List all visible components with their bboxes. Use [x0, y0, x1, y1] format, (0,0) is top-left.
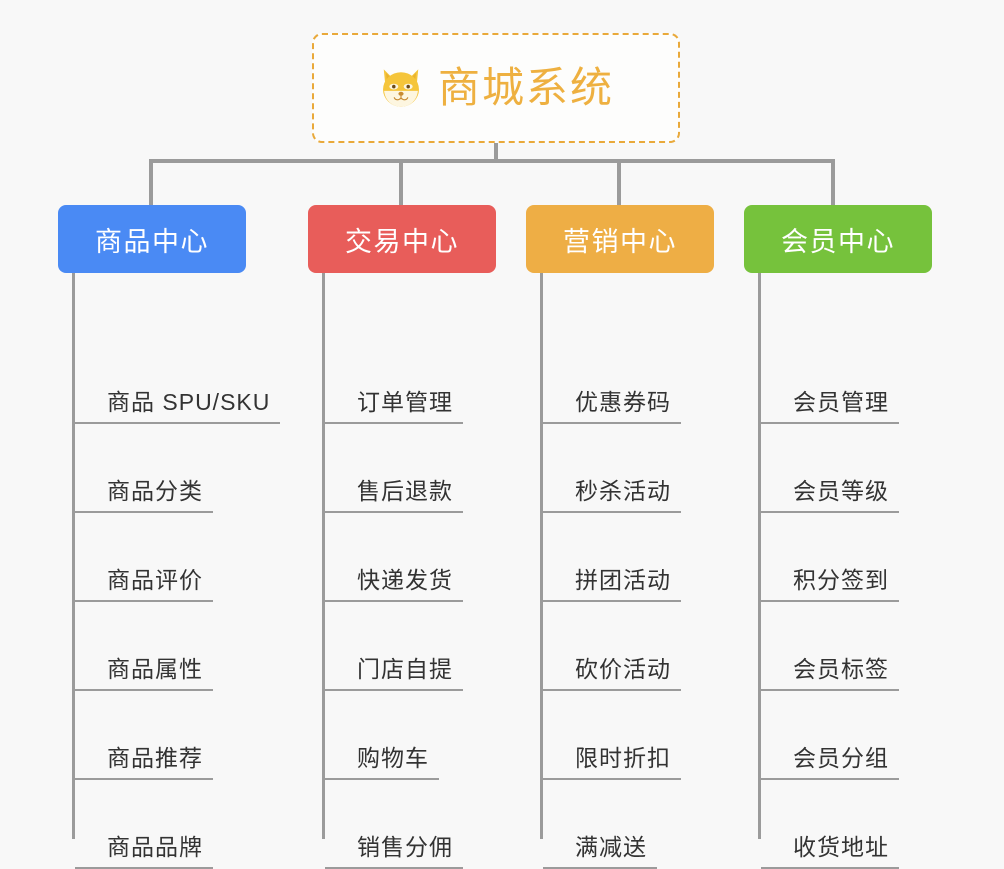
leaf-item[interactable]: 拼团活动: [543, 513, 681, 602]
leaf-label: 商品品牌: [107, 833, 203, 860]
leaf-item[interactable]: 收货地址: [761, 780, 899, 869]
leaf-item[interactable]: 售后退款: [325, 424, 463, 513]
leaf-item[interactable]: 优惠券码: [543, 335, 681, 424]
leaf-label: 拼团活动: [575, 566, 671, 593]
category-box-1[interactable]: 商品中心: [58, 205, 246, 273]
connector-drop-3: [617, 159, 621, 206]
root-title: 商城系统: [437, 64, 614, 111]
connector-root-stem: [494, 143, 498, 163]
leaf-label: 商品属性: [107, 655, 203, 682]
leaf-item[interactable]: 快递发货: [325, 513, 463, 602]
shiba-dog-face-icon: [383, 69, 419, 109]
leaf-label: 订单管理: [357, 388, 453, 415]
branch-column-3: 营销中心 优惠券码 秒杀活动 拼团活动 砍价活动 限时折扣 满减送: [526, 205, 714, 869]
category-box-3[interactable]: 营销中心: [526, 205, 714, 273]
connector-drop-2: [399, 159, 403, 206]
leaf-item[interactable]: 订单管理: [325, 335, 463, 424]
leaf-item[interactable]: 秒杀活动: [543, 424, 681, 513]
category-label-3: 营销中心: [563, 226, 677, 257]
connector-drop-1: [149, 159, 153, 206]
leaf-label: 会员分组: [793, 744, 889, 771]
leaf-label: 砍价活动: [575, 655, 671, 682]
leaf-item[interactable]: 商品 SPU/SKU: [75, 335, 281, 424]
root-node-shop-system[interactable]: 商城系统: [312, 33, 680, 143]
leaf-label: 售后退款: [357, 477, 453, 504]
leaf-item[interactable]: 商品分类: [75, 424, 213, 513]
leaf-label: 销售分佣: [357, 833, 453, 860]
leaf-label: 满减送: [575, 833, 647, 860]
leaf-label: 商品 SPU/SKU: [107, 388, 271, 415]
leaf-label: 快递发货: [357, 566, 453, 593]
leaf-label: 会员等级: [793, 477, 889, 504]
leaf-label: 商品分类: [107, 477, 203, 504]
leaf-item[interactable]: 商品推荐: [75, 691, 213, 780]
category-box-4[interactable]: 会员中心: [744, 205, 932, 273]
leaf-item[interactable]: 商品属性: [75, 602, 213, 691]
branch-column-4: 会员中心 会员管理 会员等级 积分签到 会员标签 会员分组 收货地址: [744, 205, 932, 869]
leaf-item[interactable]: 门店自提: [325, 602, 463, 691]
leaf-item[interactable]: 商品评价: [75, 513, 213, 602]
branch-column-2: 交易中心 订单管理 售后退款 快递发货 门店自提 购物车 销售分佣: [308, 205, 496, 869]
leaf-item[interactable]: 商品品牌: [75, 780, 213, 869]
leaf-item[interactable]: 会员标签: [761, 602, 899, 691]
leaf-item[interactable]: 会员等级: [761, 424, 899, 513]
leaf-item[interactable]: 限时折扣: [543, 691, 681, 780]
leaf-spine-1: 商品 SPU/SKU 商品分类 商品评价 商品属性 商品推荐 商品品牌: [72, 273, 281, 869]
leaf-label: 门店自提: [357, 655, 453, 682]
leaf-label: 收货地址: [793, 833, 889, 860]
branch-column-1: 商品中心 商品 SPU/SKU 商品分类 商品评价 商品属性 商品推荐 商品品牌: [58, 205, 281, 869]
leaf-label: 优惠券码: [575, 388, 671, 415]
leaf-label: 商品评价: [107, 566, 203, 593]
leaf-label: 会员管理: [793, 388, 889, 415]
leaf-item[interactable]: 积分签到: [761, 513, 899, 602]
category-label-1: 商品中心: [95, 226, 209, 257]
leaf-label: 购物车: [357, 744, 429, 771]
leaf-item[interactable]: 购物车: [325, 691, 439, 780]
leaf-label: 会员标签: [793, 655, 889, 682]
leaf-label: 秒杀活动: [575, 477, 671, 504]
connector-drop-4: [831, 159, 835, 206]
leaf-spine-3: 优惠券码 秒杀活动 拼团活动 砍价活动 限时折扣 满减送: [540, 273, 714, 869]
leaf-label: 商品推荐: [107, 744, 203, 771]
leaf-spine-2: 订单管理 售后退款 快递发货 门店自提 购物车 销售分佣: [322, 273, 496, 869]
leaf-item[interactable]: 砍价活动: [543, 602, 681, 691]
leaf-item[interactable]: 销售分佣: [325, 780, 463, 869]
leaf-item[interactable]: 满减送: [543, 780, 657, 869]
leaf-item[interactable]: 会员管理: [761, 335, 899, 424]
leaf-item[interactable]: 会员分组: [761, 691, 899, 780]
leaf-label: 限时折扣: [575, 744, 671, 771]
category-label-2: 交易中心: [345, 226, 459, 257]
category-box-2[interactable]: 交易中心: [308, 205, 496, 273]
category-label-4: 会员中心: [781, 226, 895, 257]
mindmap-canvas: 商城系统 商品中心 商品 SPU/SKU 商品分类 商品评价 商品属性 商品推荐…: [58, 33, 932, 869]
leaf-spine-4: 会员管理 会员等级 积分签到 会员标签 会员分组 收货地址: [758, 273, 932, 869]
connector-horizontal-bar: [149, 159, 835, 163]
leaf-label: 积分签到: [793, 566, 889, 593]
